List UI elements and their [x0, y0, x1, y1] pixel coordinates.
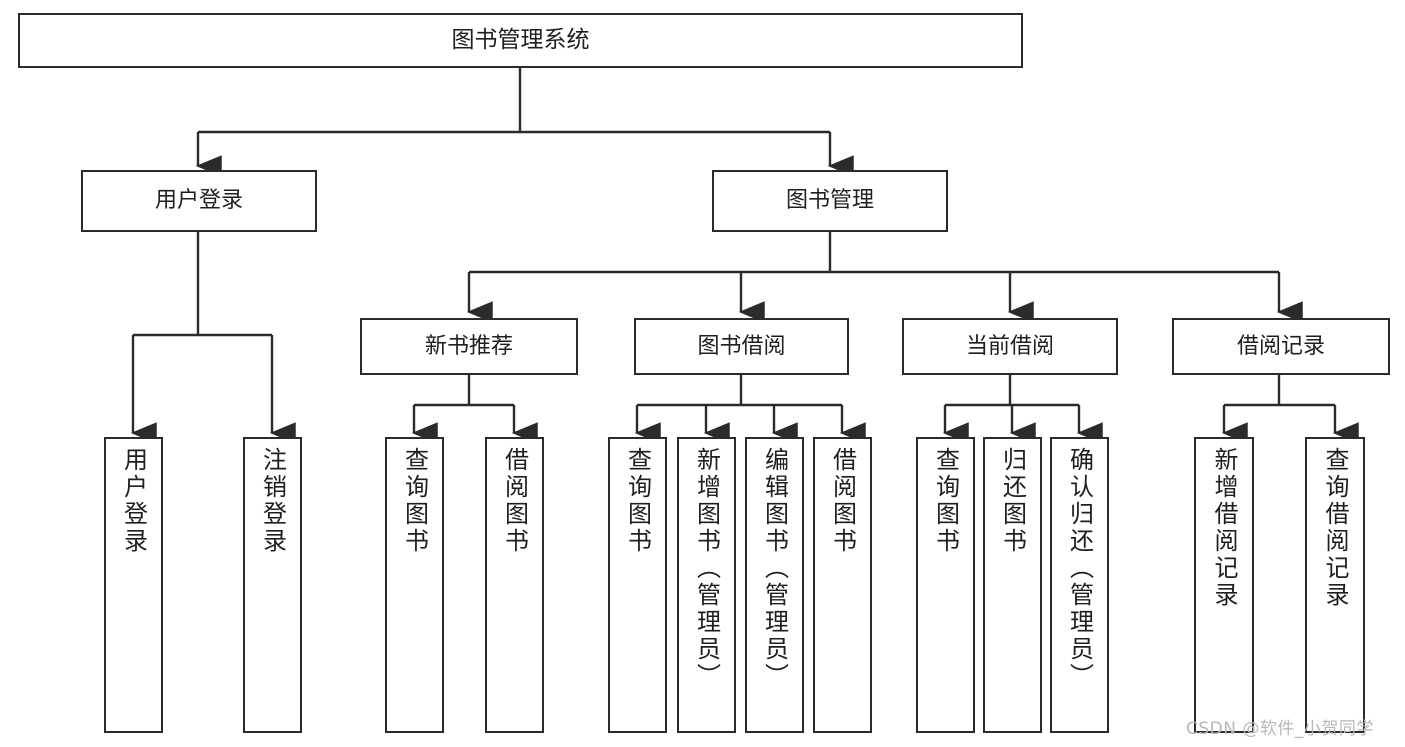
leaf-confirm-return[interactable]: 确认归还（管理员） — [1050, 437, 1109, 733]
node-label: 新增借阅记录 — [1210, 447, 1238, 609]
node-borrow-record[interactable]: 借阅记录 — [1172, 318, 1390, 375]
leaf-query-book-current[interactable]: 查询图书 — [916, 437, 975, 733]
leaf-query-book-borrow[interactable]: 查询图书 — [608, 437, 667, 733]
leaf-borrow-book[interactable]: 借阅图书 — [813, 437, 872, 733]
node-label: 借阅记录 — [1236, 333, 1325, 359]
node-label: 编辑图书（管理员） — [760, 447, 789, 690]
node-label: 图书借阅 — [697, 333, 786, 359]
leaf-borrow-book-recommend[interactable]: 借阅图书 — [485, 437, 544, 733]
node-root-system[interactable]: 图书管理系统 — [18, 13, 1023, 68]
node-label: 注销登录 — [258, 447, 287, 555]
node-label: 归还图书 — [998, 447, 1027, 555]
leaf-add-book[interactable]: 新增图书（管理员） — [677, 437, 736, 733]
node-book-borrow[interactable]: 图书借阅 — [634, 318, 849, 375]
node-label: 查询图书 — [400, 447, 429, 555]
node-new-book-recommend[interactable]: 新书推荐 — [360, 318, 578, 375]
node-label: 借阅图书 — [500, 447, 529, 555]
node-label: 新增图书（管理员） — [692, 447, 721, 690]
node-user-login[interactable]: 用户登录 — [81, 170, 317, 232]
node-label: 图书管理系统 — [451, 26, 590, 53]
node-label: 新书推荐 — [424, 333, 513, 359]
node-label: 用户登录 — [119, 447, 148, 555]
node-label: 借阅图书 — [828, 447, 857, 555]
node-current-borrow[interactable]: 当前借阅 — [902, 318, 1118, 375]
node-label: 查询图书 — [931, 447, 960, 555]
node-label: 图书管理 — [785, 188, 874, 214]
node-label: 用户登录 — [154, 188, 243, 214]
leaf-query-borrow-record[interactable]: 查询借阅记录 — [1305, 437, 1365, 733]
leaf-query-book-recommend[interactable]: 查询图书 — [385, 437, 444, 733]
leaf-return-book[interactable]: 归还图书 — [983, 437, 1042, 733]
node-label: 查询图书 — [623, 447, 652, 555]
leaf-user-login[interactable]: 用户登录 — [104, 437, 163, 733]
node-label: 查询借阅记录 — [1321, 447, 1349, 609]
node-label: 当前借阅 — [965, 333, 1054, 359]
leaf-user-logout[interactable]: 注销登录 — [243, 437, 302, 733]
node-book-management[interactable]: 图书管理 — [712, 170, 948, 232]
csdn-watermark: CSDN @软件_小贺同学 — [1186, 719, 1374, 739]
leaf-add-borrow-record[interactable]: 新增借阅记录 — [1194, 437, 1254, 733]
leaf-edit-book[interactable]: 编辑图书（管理员） — [745, 437, 804, 733]
node-label: 确认归还（管理员） — [1065, 447, 1094, 690]
